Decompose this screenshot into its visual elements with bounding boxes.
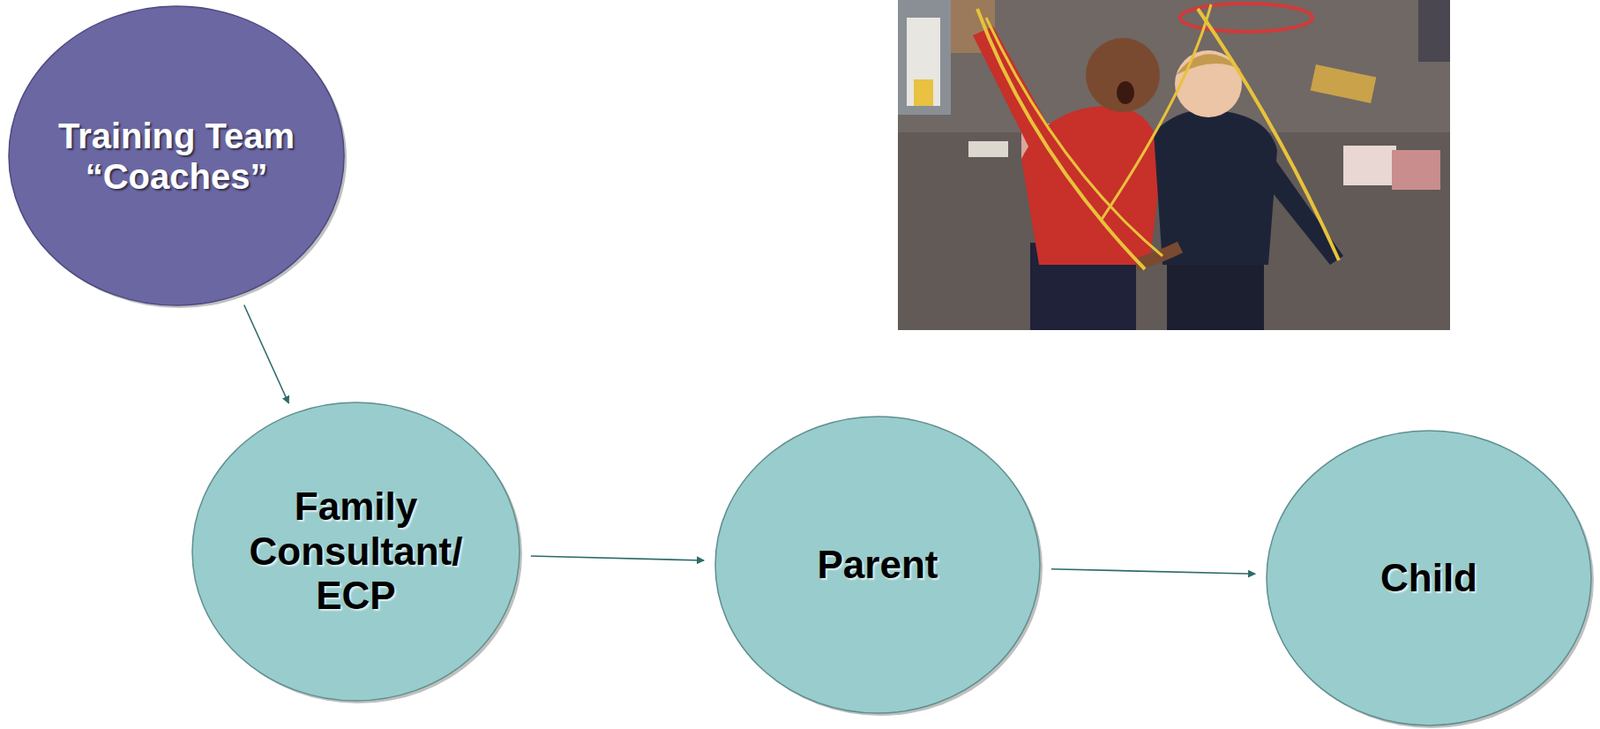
coach-ellipse: Training Team “Coaches” — [7, 5, 345, 307]
arrow-connector — [1051, 568, 1256, 575]
ellipse-outline — [7, 5, 345, 307]
node-label: Training Team “Coaches” — [35, 115, 318, 197]
role-ellipse: Child — [1265, 429, 1593, 726]
node-label: Family Consultant/ ECP — [239, 484, 473, 619]
arrow-connector — [530, 555, 704, 561]
node-label: Child — [1296, 555, 1562, 601]
role-ellipse: Family Consultant/ ECP — [191, 401, 521, 702]
node-label: Parent — [745, 542, 1010, 588]
role-ellipse: Parent — [714, 415, 1041, 714]
arrow-connector — [244, 305, 290, 404]
classroom-photo — [897, 0, 1451, 330]
